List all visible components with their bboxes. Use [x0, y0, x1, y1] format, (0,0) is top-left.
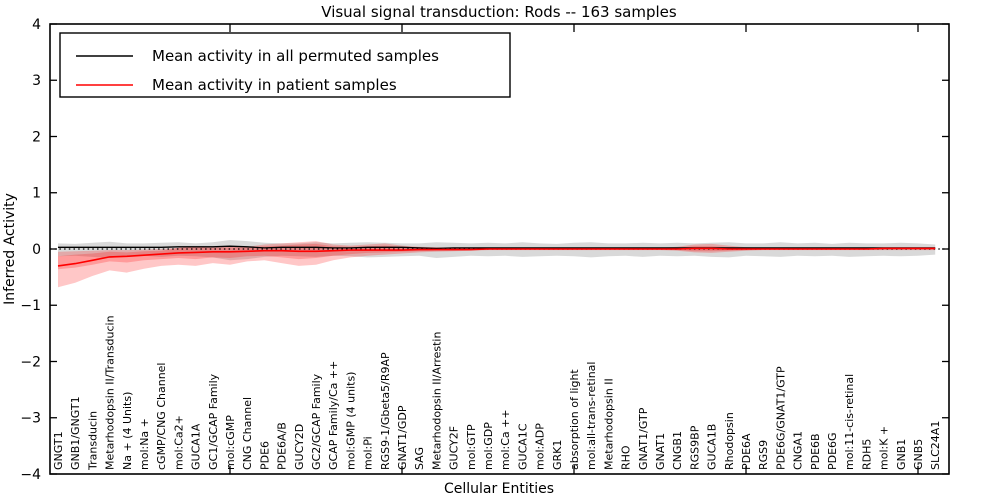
axis-ticks — [50, 23, 949, 475]
entity-label: SLC24A1 — [929, 421, 942, 470]
entity-label: GUCA1B — [706, 424, 719, 470]
entity-label: Transducin — [86, 411, 99, 471]
entity-label: Metarhodopsin II — [602, 378, 615, 470]
y-tick-label: 1 — [32, 186, 41, 202]
entity-label: Rhodopsin — [723, 412, 736, 470]
entity-label: cGMP/CNG Channel — [155, 363, 168, 471]
entity-label: GC1/GCAP Family — [207, 373, 220, 470]
y-tick-labels: 4 3 2 1 0 −1 −2 −3 −4 — [20, 17, 41, 483]
entity-label: PDE6A — [740, 433, 753, 470]
entity-label: mol:Ca2+ — [172, 415, 185, 470]
entity-label: PDE6B — [809, 433, 822, 470]
y-tick-label: 4 — [32, 17, 41, 33]
patient-samples-band-outer — [58, 241, 936, 288]
entity-label: mol:ADP — [534, 423, 547, 470]
entity-label: PDE6G/GNAT1/GTP — [774, 366, 787, 470]
entity-label: RGS9BP — [688, 425, 701, 470]
entity-label: RGS9 — [757, 440, 770, 470]
y-tick-label: −2 — [20, 354, 41, 370]
entity-label: GUCA1A — [190, 423, 203, 470]
y-tick-label: 2 — [32, 129, 41, 145]
entity-label: GC2/GCAP Family — [310, 373, 323, 470]
y-tick-label: −3 — [20, 411, 41, 427]
entity-label: Metarhodopsin II/Arrestin — [430, 332, 443, 470]
entity-label: GUCA1C — [516, 423, 529, 470]
entity-label: RHO — [620, 445, 633, 470]
entity-label: absorption of light — [568, 369, 581, 470]
entity-label: GNB5 — [912, 439, 925, 470]
entity-label: mol:Ca ++ — [499, 409, 512, 470]
permuted-mean-line — [58, 245, 936, 250]
entity-label: RGS9-1/Gbeta5/R9AP — [379, 352, 392, 470]
entity-label: Na + (4 Units) — [121, 392, 134, 470]
y-axis-label: Inferred Activity — [2, 193, 18, 305]
permuted-samples-band — [58, 240, 936, 261]
entity-label: mol:11-cis-retinal — [843, 374, 856, 470]
entity-label: GUCY2F — [448, 426, 461, 470]
entity-label: mol:K + — [878, 426, 891, 470]
entity-label: GNAT1 — [654, 433, 667, 470]
entity-label: mol:GMP (4 units) — [344, 372, 357, 470]
entity-label: mol:GTP — [465, 424, 478, 470]
chart-title: Visual signal transduction: Rods -- 163 … — [321, 3, 677, 21]
legend-label-permuted: Mean activity in all permuted samples — [152, 47, 439, 65]
entity-label: RDH5 — [860, 439, 873, 470]
entity-label: CNGA1 — [792, 431, 805, 470]
entity-label: GNGT1 — [52, 431, 65, 470]
y-tick-label: 0 — [32, 242, 41, 258]
legend: Mean activity in all permuted samples Me… — [59, 32, 511, 98]
x-axis-label: Cellular Entities — [444, 481, 554, 497]
legend-box — [59, 32, 511, 98]
entity-label: PDE6G — [826, 432, 839, 470]
y-tick-label: −4 — [20, 467, 41, 483]
series-lines — [50, 245, 949, 267]
entity-label: mol:Na + — [138, 418, 151, 470]
entity-label: CNG Channel — [241, 397, 254, 470]
entity-label: PDE6A/B — [276, 422, 289, 470]
entity-label: GCAP Family/Ca ++ — [327, 361, 340, 470]
entity-label: GRK1 — [551, 440, 564, 470]
entity-label: CNGB1 — [671, 431, 684, 470]
y-tick-label: −1 — [20, 298, 41, 314]
entity-label: PDE6 — [258, 441, 271, 470]
entity-label: GNAT1/GDP — [396, 405, 409, 470]
entity-label: SAG — [413, 447, 426, 470]
y-tick-label: 3 — [32, 73, 41, 89]
entity-label: mol:cGMP — [224, 415, 237, 470]
entity-label: Metarhodopsin II/Transducin — [104, 315, 117, 470]
entity-label: mol:all-trans-retinal — [585, 362, 598, 470]
entity-label: mol:Pi — [362, 436, 375, 470]
entity-tick-labels: GNGT1 GNB1/GNGT1 Transducin Metarhodopsin I… — [52, 315, 942, 471]
patient-mean-line — [57, 247, 936, 267]
entity-label: GNB1 — [895, 439, 908, 470]
entity-label: mol:GDP — [482, 422, 495, 470]
entity-label: GNAT1/GTP — [637, 407, 650, 470]
entity-label: GNB1/GNGT1 — [69, 396, 82, 470]
entity-label: GUCY2D — [293, 424, 306, 470]
legend-label-patient: Mean activity in patient samples — [152, 76, 397, 94]
